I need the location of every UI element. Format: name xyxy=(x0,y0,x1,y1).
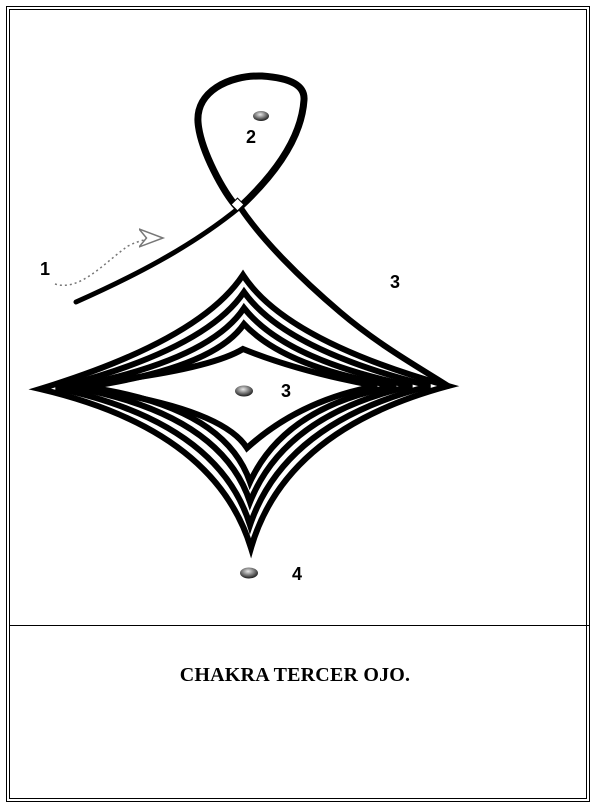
nested-diamonds xyxy=(40,275,448,548)
dotted-arrow xyxy=(55,238,160,285)
orb-top xyxy=(253,111,269,121)
orb-bottom xyxy=(240,568,258,579)
divider-line xyxy=(9,625,590,626)
orb-center xyxy=(235,386,253,397)
label-start: 1 xyxy=(40,259,50,279)
label-top-point: 2 xyxy=(246,127,256,147)
chakra-diagram: 1 2 3 3 4 xyxy=(0,0,590,625)
entry-line xyxy=(76,207,240,302)
label-right: 3 xyxy=(390,272,400,292)
label-center: 3 xyxy=(281,381,291,401)
caption-title: CHAKRA TERCER OJO. xyxy=(0,664,590,687)
label-bottom: 4 xyxy=(292,564,302,584)
